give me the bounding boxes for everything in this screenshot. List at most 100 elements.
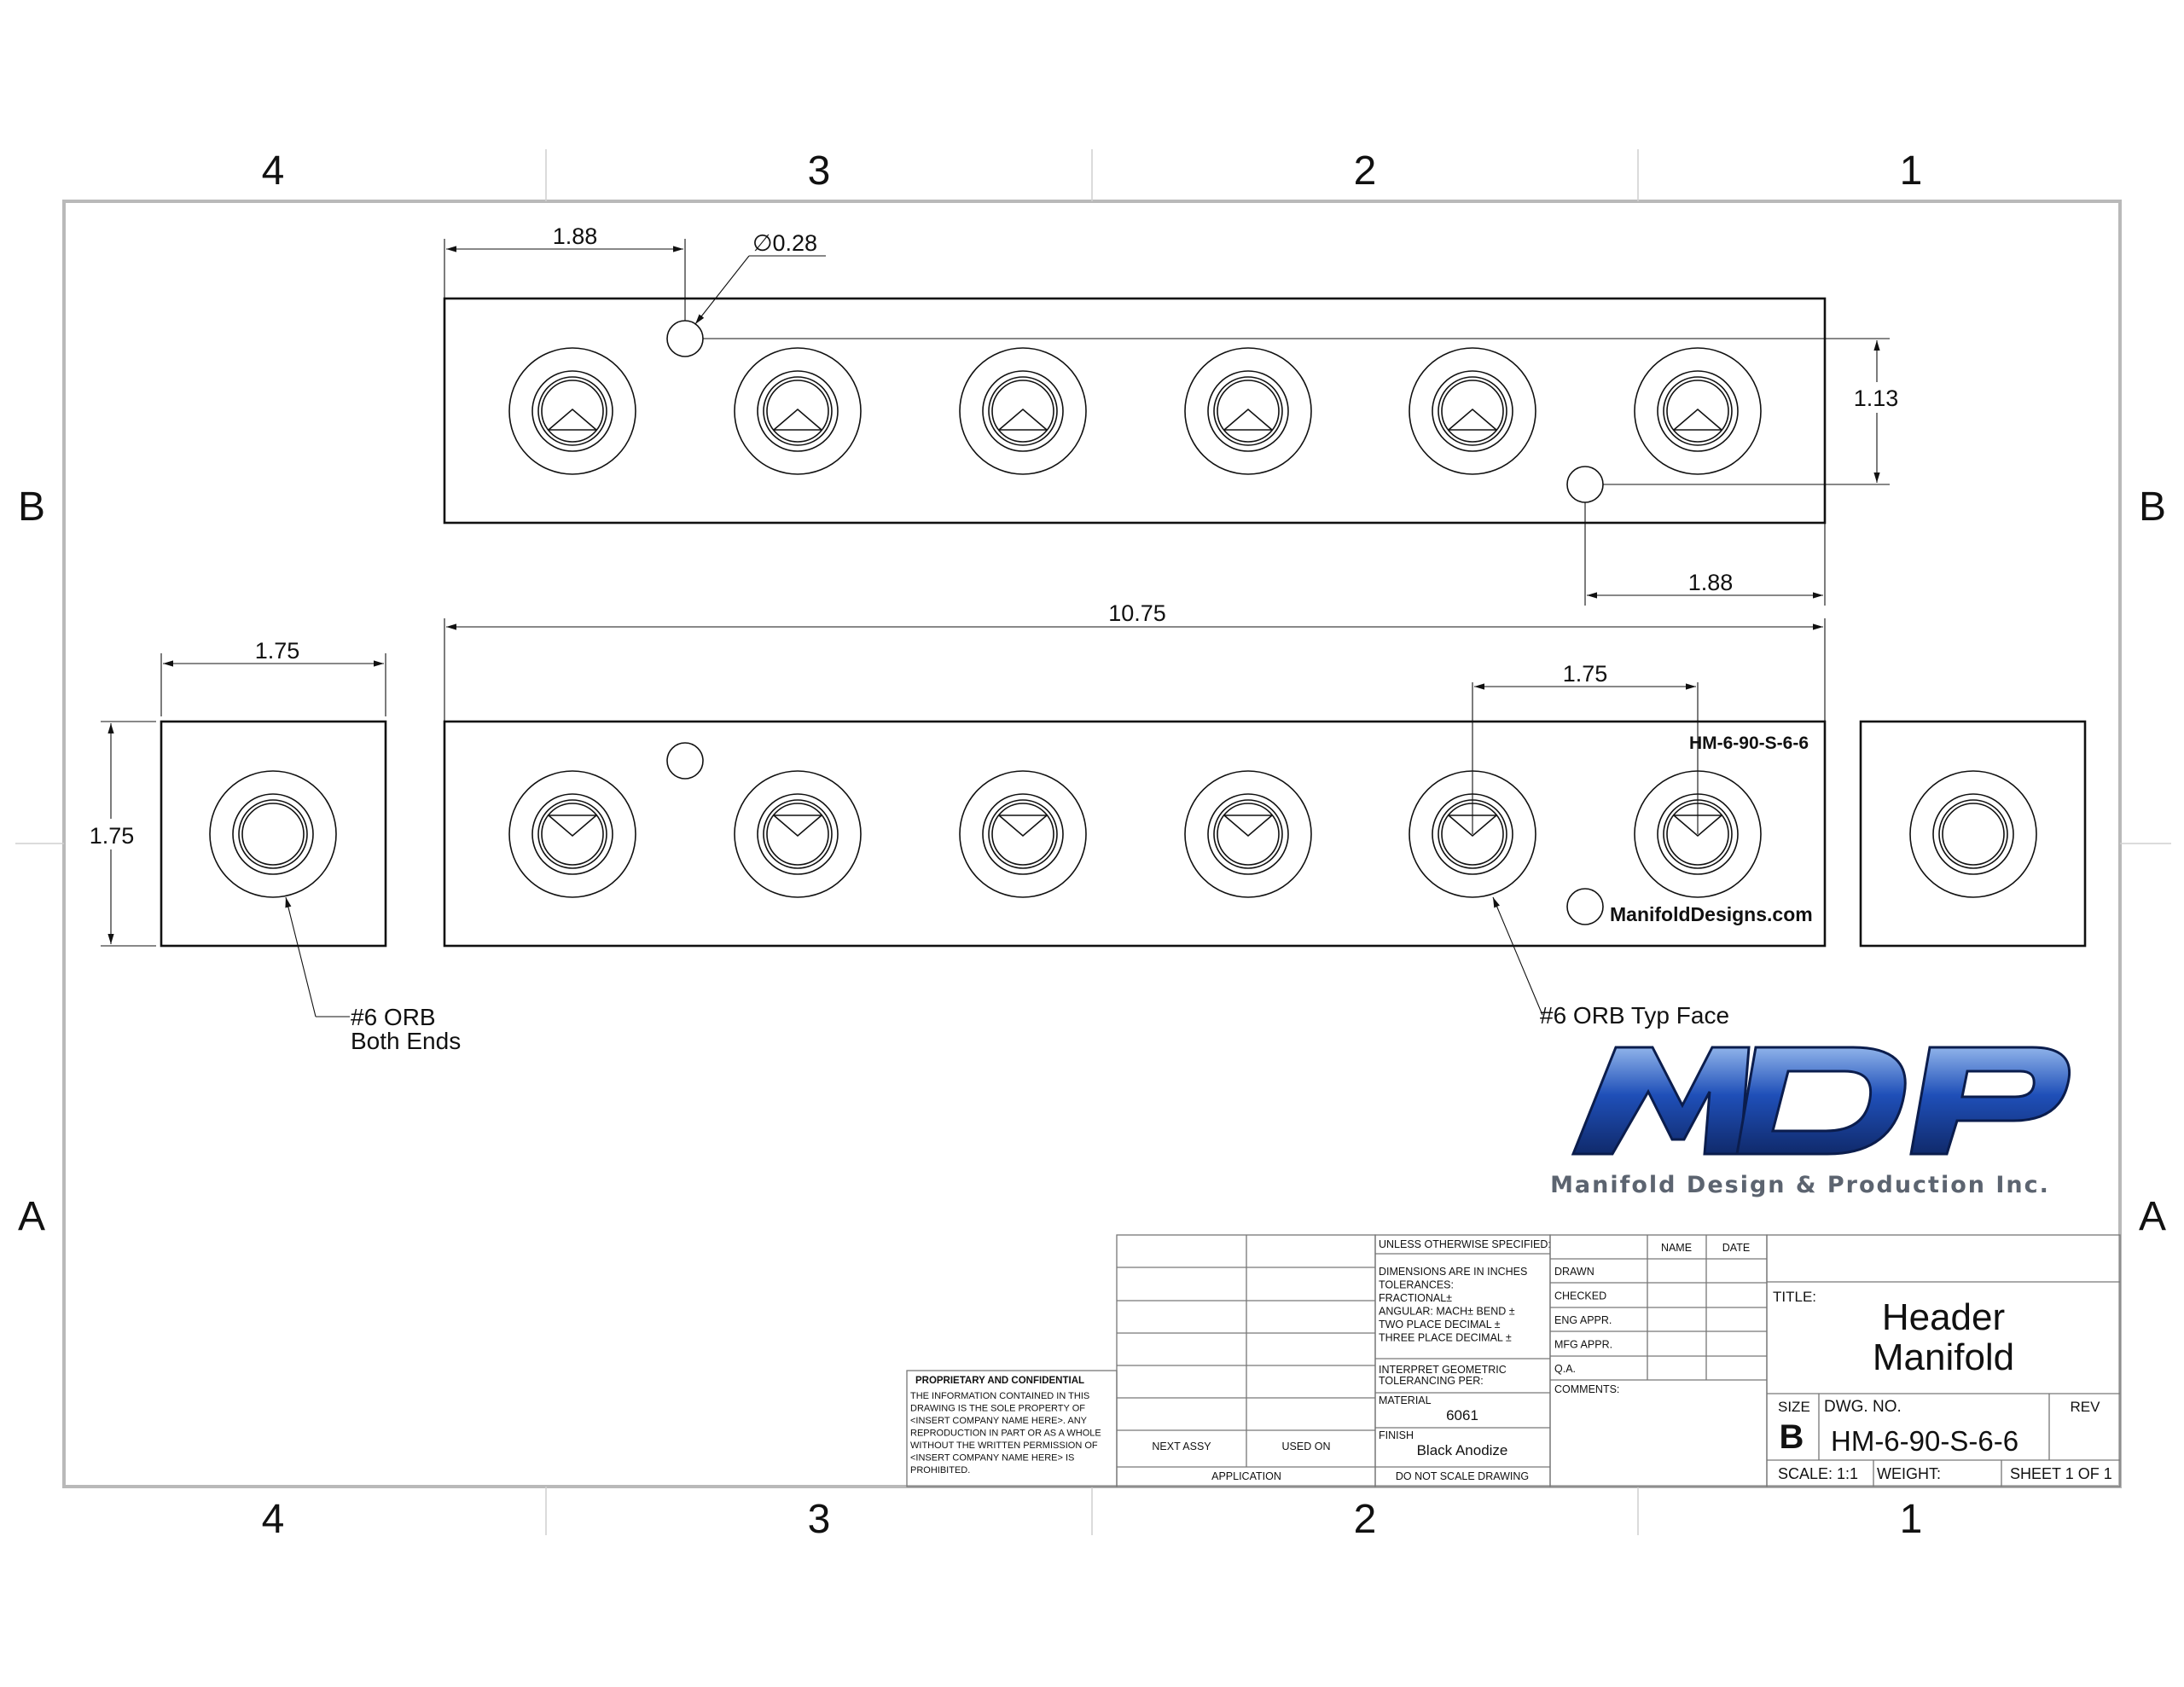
- title-line2: Manifold: [1873, 1336, 2014, 1378]
- date-header: DATE: [1722, 1242, 1750, 1254]
- material-label: MATERIAL: [1379, 1394, 1432, 1406]
- proprietary-heading: PROPRIETARY AND CONFIDENTIAL: [915, 1376, 1084, 1386]
- orb-port: [1184, 770, 1312, 898]
- zone-col-1-top: 1: [1900, 148, 1923, 194]
- zone-row-a-right: A: [2139, 1194, 2166, 1239]
- mounting-hole-lower: [1566, 466, 1604, 503]
- finish-label: FINISH: [1379, 1429, 1414, 1441]
- orb-port: [508, 347, 636, 475]
- material-value: 6061: [1446, 1407, 1478, 1423]
- top-view-body: [443, 297, 1827, 525]
- name-header: NAME: [1661, 1242, 1692, 1254]
- zone-row-a-left: A: [18, 1194, 45, 1239]
- front-mounting-hole-upper: [666, 742, 704, 780]
- orb-port: [734, 347, 862, 475]
- next-assy-label: NEXT ASSY: [1152, 1441, 1211, 1452]
- proprietary-line: THE INFORMATION CONTAINED IN THIS: [910, 1391, 1089, 1401]
- approval-row-label: CHECKED: [1554, 1290, 1606, 1302]
- dim-hole-diameter: ∅0.28: [752, 230, 817, 256]
- logo-company-name: Manifold Design & Production Inc.: [1550, 1172, 2050, 1198]
- front-view-body: [443, 720, 1827, 948]
- proprietary-line: REPRODUCTION IN PART OR AS A WHOLE: [910, 1429, 1101, 1439]
- size-label: SIZE: [1778, 1399, 1810, 1415]
- dim-port-pitch: 1.75: [1563, 661, 1608, 687]
- mounting-hole-upper: [666, 320, 704, 357]
- dim-end-height: 1.75: [90, 823, 135, 849]
- left-end-view: 1.75 1.75 #6 ORB Both Ends: [85, 638, 461, 1054]
- overall-length-dimension: 10.75: [444, 600, 1826, 721]
- top-view: 1.88 ∅0.28 1.13 1.88: [443, 223, 1902, 606]
- unless-specified-label: UNLESS OTHERWISE SPECIFIED:: [1379, 1238, 1551, 1250]
- part-mark: HM-6-90-S-6-6: [1689, 733, 1809, 753]
- proprietary-line: <INSERT COMPANY NAME HERE>. ANY: [910, 1416, 1088, 1426]
- orb-port: [959, 347, 1087, 475]
- interpret-line2: TOLERANCING PER:: [1379, 1375, 1484, 1387]
- dim-end-width: 1.75: [255, 638, 300, 664]
- zone-col-1-bottom: 1: [1900, 1497, 1923, 1542]
- zone-col-3-bottom: 3: [808, 1497, 831, 1542]
- interpret-line1: INTERPRET GEOMETRIC: [1379, 1364, 1507, 1376]
- tolerance-line: DIMENSIONS ARE IN INCHES: [1379, 1266, 1527, 1278]
- orb-port: [1184, 347, 1312, 475]
- zone-col-2-top: 2: [1354, 148, 1377, 194]
- application-label: APPLICATION: [1211, 1470, 1281, 1482]
- right-end-view: [1859, 720, 2087, 948]
- tolerance-line: THREE PLACE DECIMAL ±: [1379, 1332, 1512, 1344]
- orb-port: [959, 770, 1087, 898]
- proprietary-line: DRAWING IS THE SOLE PROPERTY OF: [910, 1404, 1085, 1414]
- finish-value: Black Anodize: [1417, 1442, 1508, 1458]
- website-mark: ManifoldDesigns.com: [1610, 903, 1813, 925]
- zone-ticks: [15, 149, 2171, 1535]
- orb-port: [1409, 347, 1536, 475]
- dim-bottom-hole-offset: 1.88: [1688, 570, 1734, 595]
- left-end-body: [160, 720, 387, 948]
- zone-col-3-top: 3: [808, 148, 831, 194]
- approval-row-label: ENG APPR.: [1554, 1314, 1612, 1326]
- do-not-scale-label: DO NOT SCALE DRAWING: [1396, 1470, 1529, 1482]
- dwg-no-value: HM-6-90-S-6-6: [1831, 1425, 2018, 1457]
- zone-labels: 4 3 2 1 4 3 2 1 B B A A: [18, 148, 2166, 1542]
- used-on-label: USED ON: [1282, 1441, 1331, 1452]
- zone-row-b-right: B: [2139, 484, 2166, 530]
- weight-label: WEIGHT:: [1877, 1465, 1941, 1482]
- orb-port: [734, 770, 862, 898]
- orb-port: [508, 770, 636, 898]
- front-view: HM-6-90-S-6-6 ManifoldDesigns.com 1.75 #…: [443, 661, 1827, 1029]
- tolerance-line: TWO PLACE DECIMAL ±: [1379, 1319, 1501, 1330]
- callout-end-ports-line1: #6 ORB: [351, 1004, 436, 1030]
- dim-top-hole-offset: 1.88: [553, 223, 598, 249]
- zone-col-4-top: 4: [262, 148, 285, 194]
- approval-row-label: Q.A.: [1554, 1363, 1576, 1375]
- approval-row-label: DRAWN: [1554, 1266, 1594, 1278]
- title-block: PROPRIETARY AND CONFIDENTIAL THE INFORMA…: [906, 1234, 2121, 1487]
- rev-label: REV: [2071, 1399, 2101, 1415]
- callout-end-ports-line2: Both Ends: [351, 1028, 461, 1054]
- tolerance-notes: DIMENSIONS ARE IN INCHESTOLERANCES:FRACT…: [1379, 1266, 1527, 1344]
- tolerance-line: TOLERANCES:: [1379, 1279, 1454, 1291]
- proprietary-line: PROHIBITED.: [910, 1465, 970, 1475]
- right-end-body: [1859, 720, 2087, 948]
- front-view-ports: [508, 770, 1762, 898]
- zone-col-2-bottom: 2: [1354, 1497, 1377, 1542]
- tolerance-line: ANGULAR: MACH± BEND ±: [1379, 1306, 1515, 1318]
- tolerance-line: FRACTIONAL±: [1379, 1292, 1452, 1304]
- title-line1: Header: [1882, 1296, 2005, 1338]
- scale-label: SCALE: 1:1: [1778, 1465, 1858, 1482]
- callout-face-ports: #6 ORB Typ Face: [1540, 1002, 1729, 1029]
- dim-hole-spacing-vertical: 1.13: [1854, 386, 1899, 411]
- proprietary-text: THE INFORMATION CONTAINED IN THIS DRAWING…: [910, 1391, 1101, 1475]
- zone-row-b-left: B: [18, 484, 45, 530]
- front-mounting-hole-lower: [1566, 888, 1604, 925]
- proprietary-line: <INSERT COMPANY NAME HERE> IS: [910, 1453, 1074, 1464]
- dim-overall-length: 10.75: [1108, 600, 1166, 626]
- comments-label: COMMENTS:: [1554, 1383, 1619, 1395]
- sheet-label: SHEET 1 OF 1: [2010, 1465, 2112, 1482]
- proprietary-line: WITHOUT THE WRITTEN PERMISSION OF: [910, 1441, 1098, 1451]
- size-value: B: [1780, 1418, 1804, 1456]
- orb-port: [1634, 347, 1762, 475]
- top-view-ports: [508, 347, 1762, 475]
- zone-col-4-bottom: 4: [262, 1497, 285, 1542]
- company-logo: Manifold Design & Production Inc.: [1550, 1046, 2071, 1198]
